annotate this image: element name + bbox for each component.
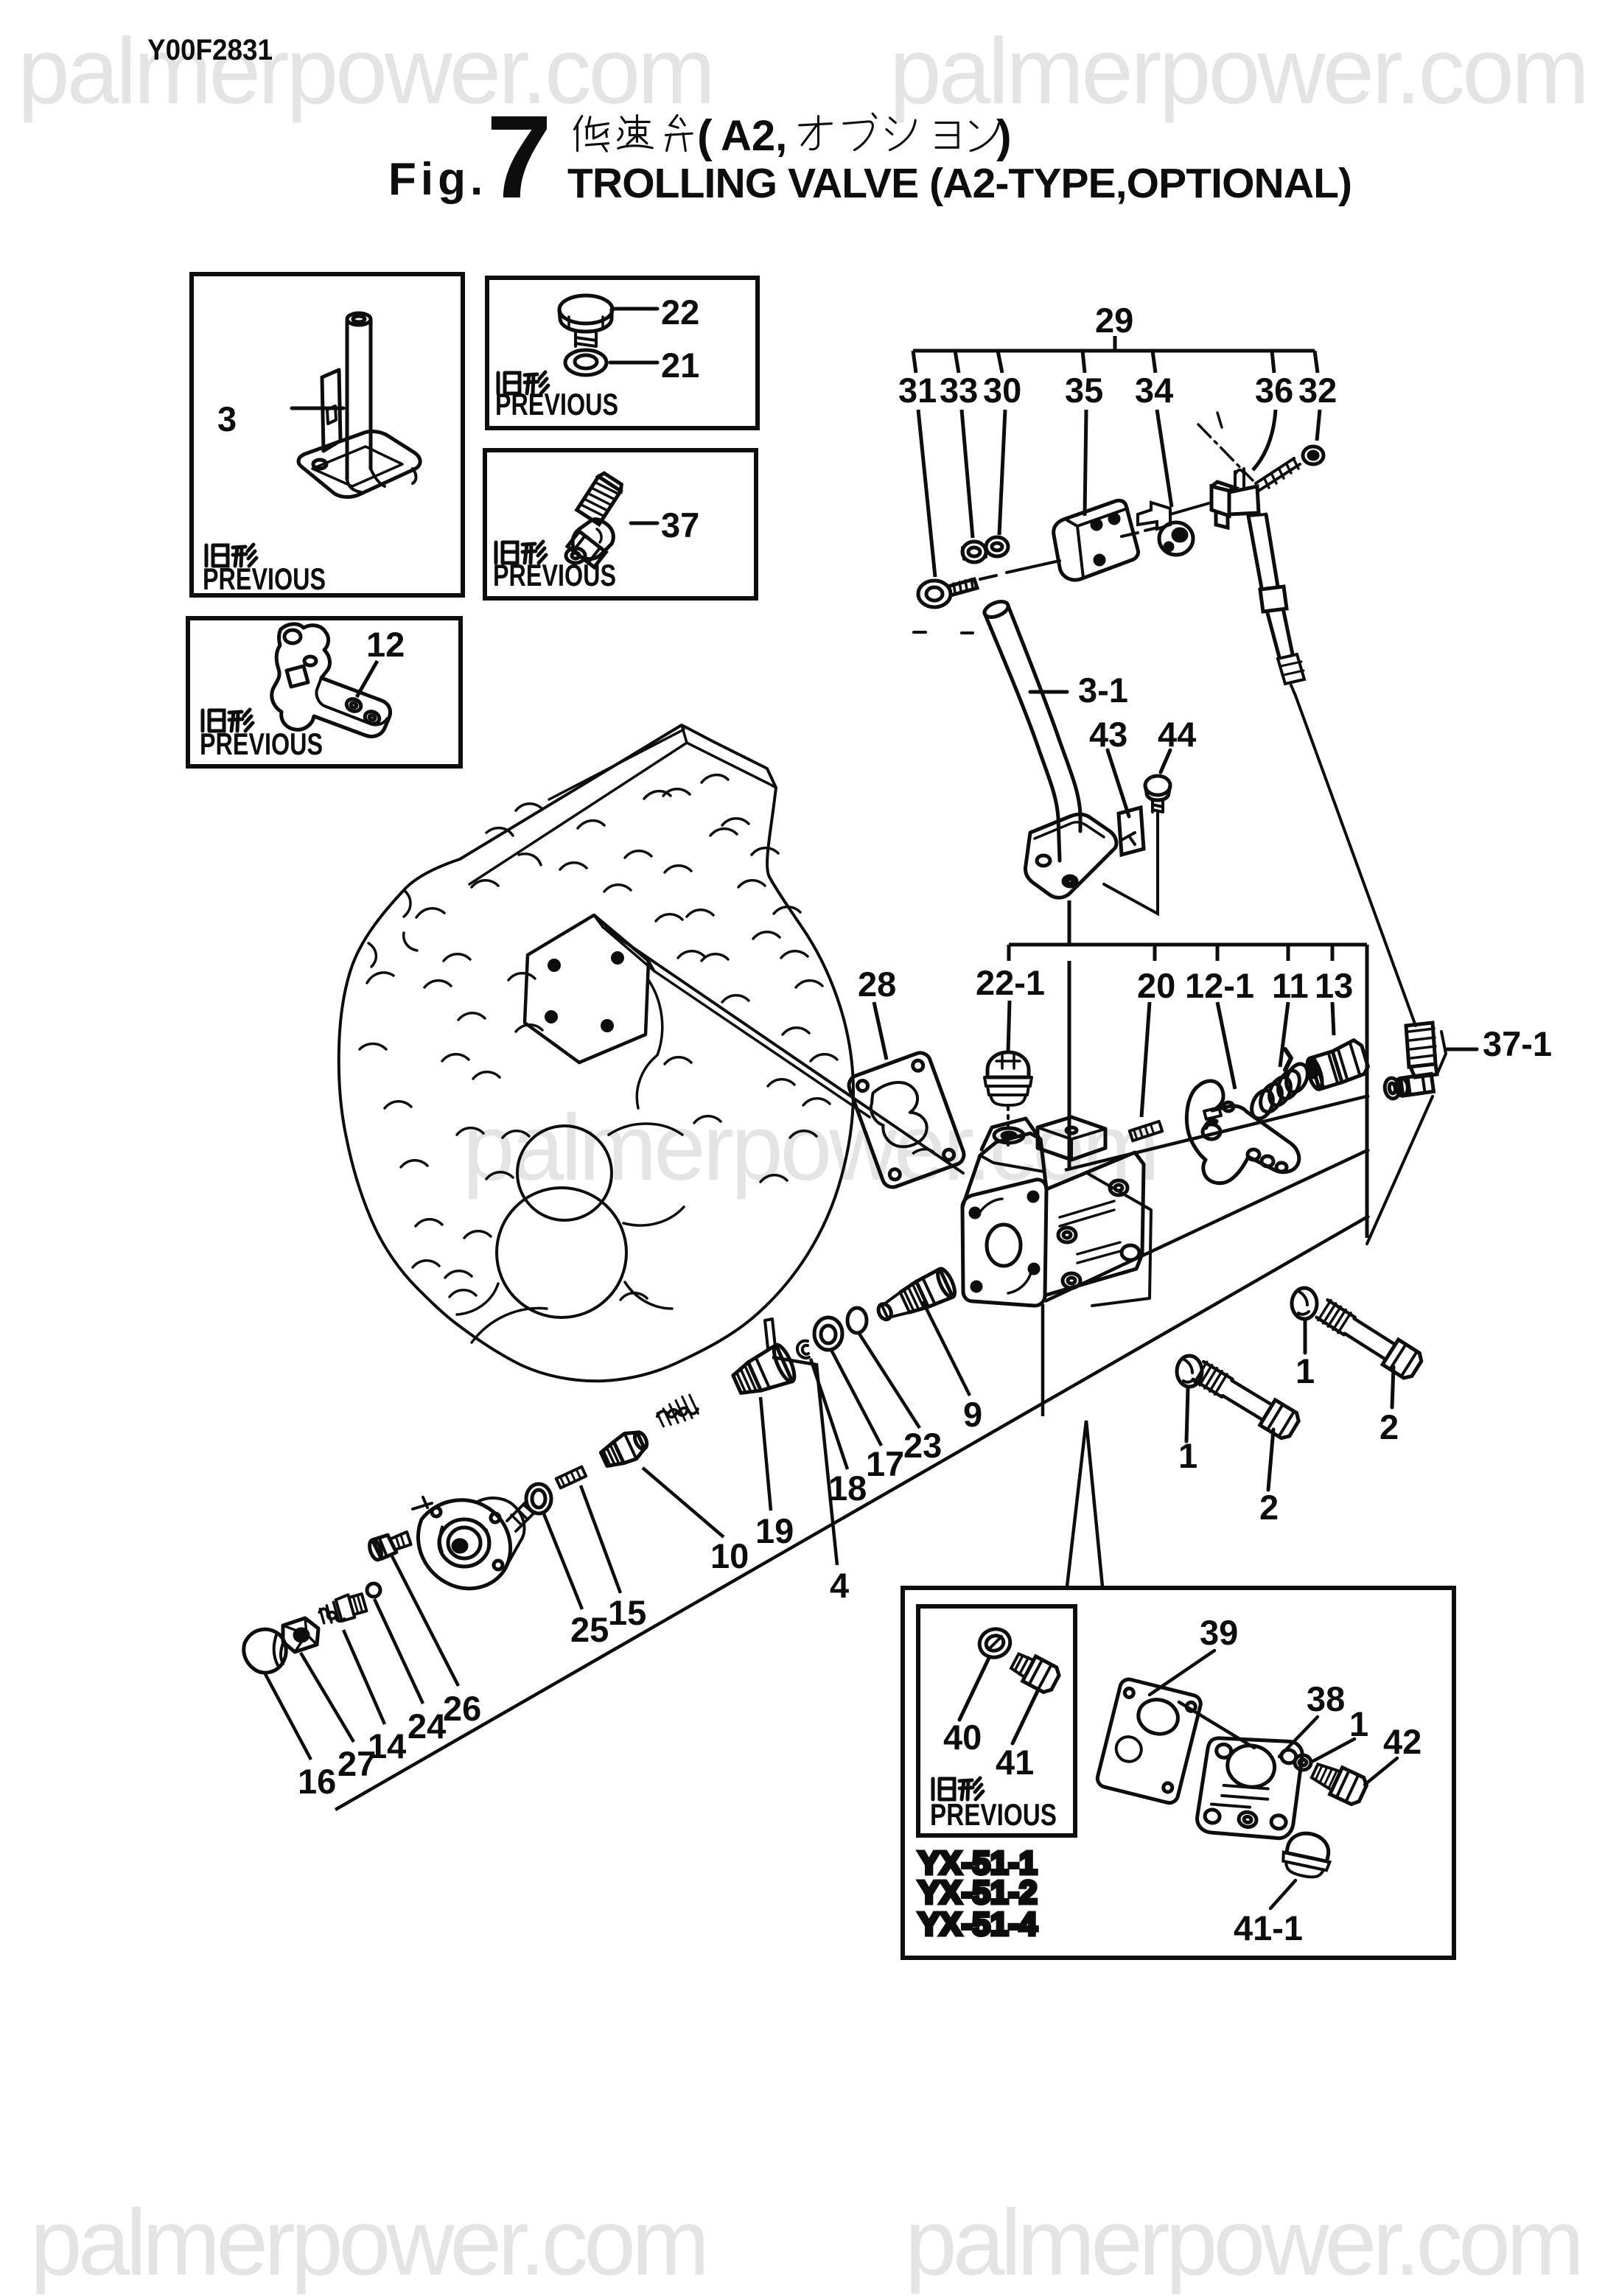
- svg-text:35: 35: [1065, 371, 1103, 410]
- svg-text:13: 13: [1315, 966, 1353, 1005]
- svg-text:31: 31: [898, 371, 937, 410]
- svg-text:16: 16: [298, 1762, 336, 1801]
- svg-text:11: 11: [1272, 966, 1309, 1005]
- svg-text:14: 14: [368, 1726, 406, 1765]
- svg-text:19: 19: [755, 1511, 794, 1550]
- svg-text:39: 39: [1200, 1613, 1238, 1652]
- svg-text:18: 18: [828, 1469, 867, 1508]
- svg-text:38: 38: [1307, 1679, 1345, 1718]
- svg-text:2: 2: [1259, 1488, 1279, 1527]
- svg-text:2: 2: [1380, 1407, 1399, 1446]
- svg-text:17: 17: [866, 1444, 904, 1483]
- svg-text:42: 42: [1383, 1722, 1422, 1761]
- svg-text:21: 21: [661, 346, 699, 385]
- svg-text:YX-51-2: YX-51-2: [918, 1875, 1037, 1911]
- svg-text:26: 26: [443, 1689, 481, 1728]
- svg-text:20: 20: [1137, 966, 1175, 1005]
- svg-text:YX-51-1: YX-51-1: [918, 1845, 1037, 1881]
- svg-text:1: 1: [1178, 1436, 1197, 1475]
- svg-text:23: 23: [903, 1426, 942, 1465]
- svg-text:36: 36: [1255, 371, 1293, 410]
- svg-text:9: 9: [963, 1395, 982, 1434]
- svg-text:3: 3: [217, 399, 237, 438]
- svg-text:1: 1: [1349, 1704, 1368, 1743]
- svg-text:22-1: 22-1: [976, 963, 1045, 1002]
- svg-text:YX-51-4: YX-51-4: [918, 1906, 1038, 1942]
- svg-text:30: 30: [983, 371, 1021, 410]
- svg-text:25: 25: [570, 1610, 609, 1649]
- svg-text:palmerpower.com: palmerpower.com: [905, 2190, 1584, 2295]
- svg-text:1: 1: [1295, 1351, 1315, 1390]
- svg-text:palmerpower.com: palmerpower.com: [889, 18, 1590, 123]
- svg-text:): ): [996, 111, 1012, 162]
- svg-text:Fig.: Fig.: [388, 154, 487, 205]
- svg-text:PREVIOUS: PREVIOUS: [930, 1797, 1057, 1832]
- svg-text:12-1: 12-1: [1185, 966, 1254, 1005]
- svg-text:10: 10: [710, 1536, 749, 1575]
- svg-text:41: 41: [996, 1743, 1034, 1782]
- svg-text:34: 34: [1135, 371, 1173, 410]
- svg-text:27: 27: [338, 1744, 376, 1783]
- svg-text:37-1: 37-1: [1483, 1024, 1552, 1063]
- svg-text:22: 22: [661, 293, 699, 332]
- svg-text:A2,: A2,: [721, 112, 787, 160]
- svg-text:33: 33: [940, 371, 978, 410]
- svg-text:37: 37: [661, 505, 699, 545]
- svg-text:43: 43: [1089, 715, 1127, 754]
- svg-text:12: 12: [366, 625, 405, 664]
- svg-text:40: 40: [943, 1718, 982, 1757]
- svg-text:(: (: [697, 111, 713, 162]
- svg-text:15: 15: [608, 1593, 646, 1632]
- svg-text:Y00F2831: Y00F2831: [147, 34, 273, 66]
- svg-text:TROLLING VALVE (A2-TYPE,OPTION: TROLLING VALVE (A2-TYPE,OPTIONAL): [567, 160, 1352, 207]
- svg-text:41-1: 41-1: [1234, 1908, 1303, 1947]
- svg-text:palmerpower.com: palmerpower.com: [30, 2190, 710, 2295]
- svg-text:palmerpower.com: palmerpower.com: [18, 18, 716, 123]
- svg-text:28: 28: [858, 965, 896, 1004]
- svg-text:32: 32: [1298, 371, 1337, 410]
- svg-text:29: 29: [1095, 301, 1133, 340]
- svg-text:3-1: 3-1: [1078, 671, 1128, 710]
- svg-text:7: 7: [486, 91, 552, 223]
- svg-text:24: 24: [408, 1707, 446, 1746]
- svg-text:4: 4: [830, 1566, 849, 1605]
- svg-text:44: 44: [1158, 715, 1196, 754]
